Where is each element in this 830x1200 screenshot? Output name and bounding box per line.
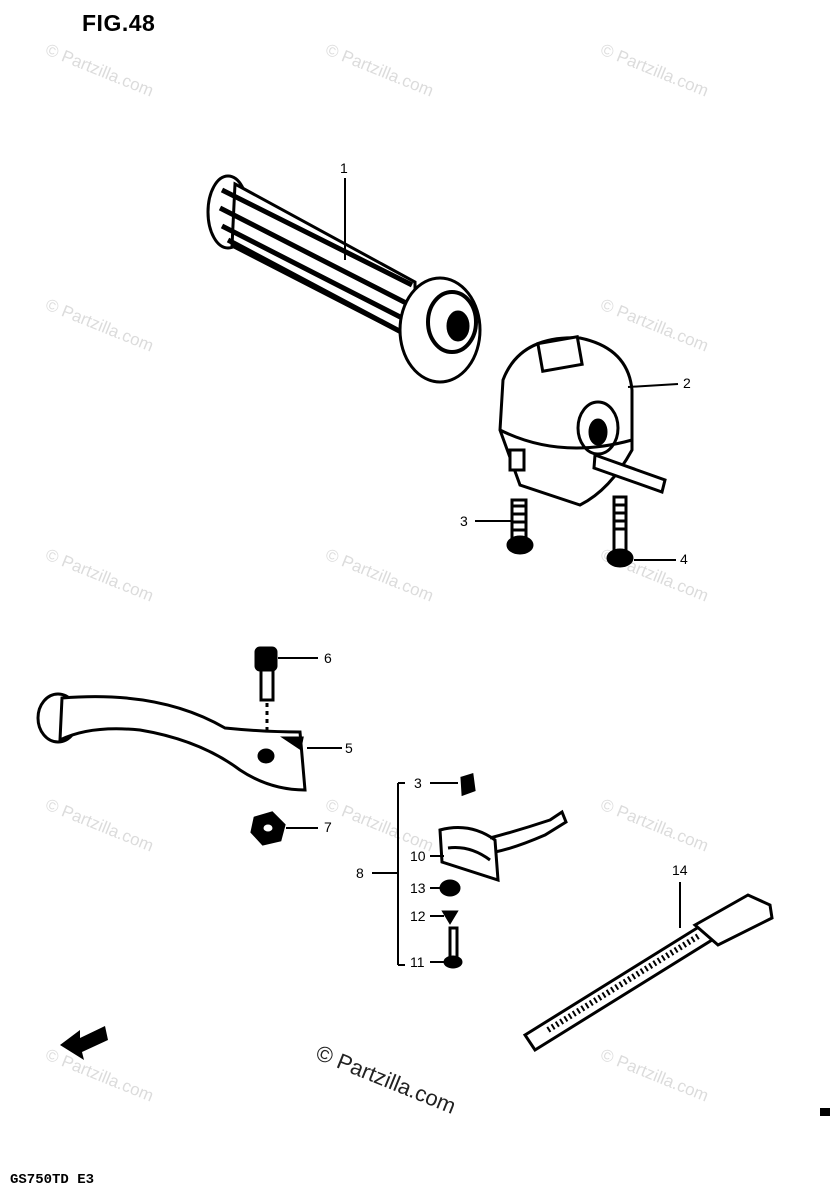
- callout-3-lower[interactable]: 3: [414, 775, 422, 791]
- screw-part-3[interactable]: [506, 498, 534, 555]
- front-arrow-icon: [60, 1026, 108, 1060]
- callout-11[interactable]: 11: [410, 954, 425, 970]
- callout-7[interactable]: 7: [324, 819, 332, 835]
- callout-13[interactable]: 13: [410, 880, 426, 896]
- lever-part[interactable]: [36, 692, 307, 792]
- model-code: GS750TD E3: [10, 1172, 95, 1188]
- callout-12[interactable]: 12: [410, 908, 426, 924]
- callout-4[interactable]: 4: [680, 551, 688, 567]
- cable-tie-part[interactable]: [522, 893, 774, 1053]
- callout-8[interactable]: 8: [356, 865, 364, 881]
- leader-lines: [278, 178, 681, 966]
- callout-10[interactable]: 10: [410, 848, 426, 864]
- callout-14[interactable]: 14: [672, 862, 688, 878]
- callout-5[interactable]: 5: [345, 740, 353, 756]
- nut-part[interactable]: [250, 811, 286, 846]
- callout-2[interactable]: 2: [683, 375, 691, 391]
- callout-6[interactable]: 6: [324, 650, 332, 666]
- screw-part-4[interactable]: [606, 495, 634, 568]
- switch-housing-part[interactable]: [498, 335, 667, 507]
- grip-part[interactable]: [206, 174, 482, 384]
- switch-assembly-part-8[interactable]: [438, 773, 568, 969]
- edge-mark: [820, 1108, 830, 1116]
- figure-title: FIG.48: [82, 10, 156, 36]
- callout-3[interactable]: 3: [460, 513, 468, 529]
- pivot-bolt-part[interactable]: [254, 646, 278, 750]
- callout-1[interactable]: 1: [340, 160, 348, 176]
